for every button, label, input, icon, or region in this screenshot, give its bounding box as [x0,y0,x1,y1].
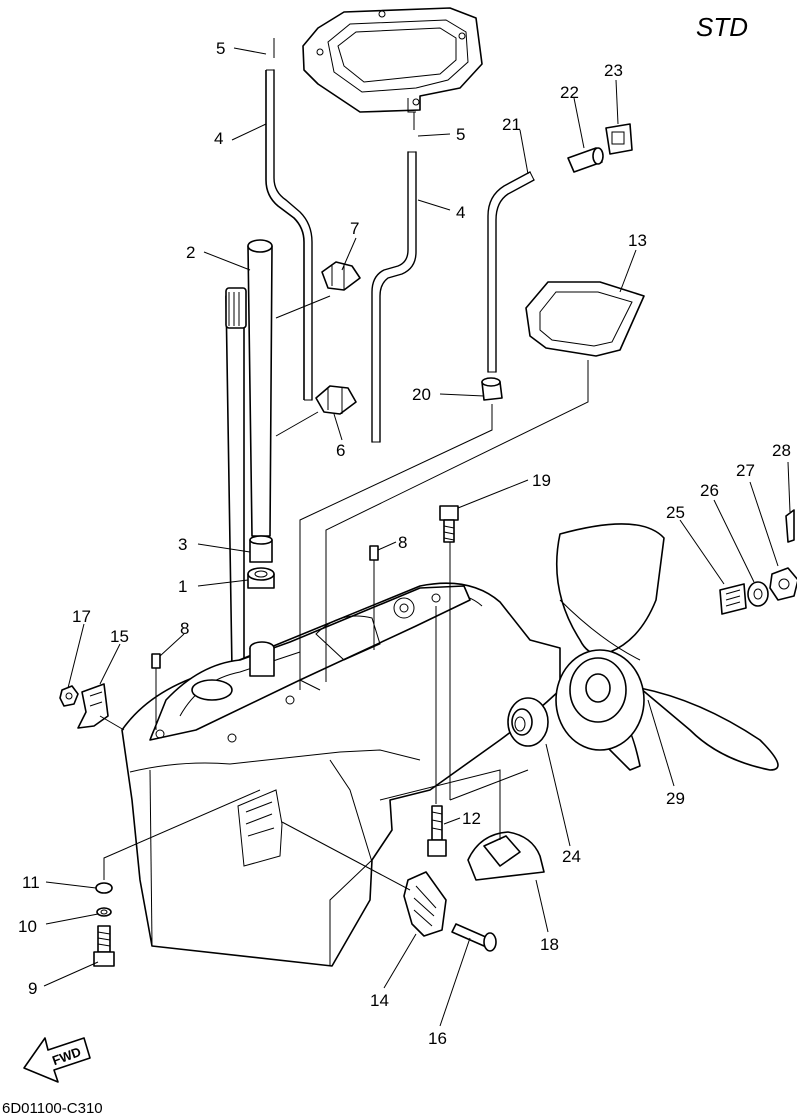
grommet-22 [567,147,604,173]
callouts: 5 5 4 4 2 7 6 21 22 23 13 20 19 3 1 8 8 … [18,39,791,1048]
leader-lines [43,47,791,1027]
upper-casing-gasket [302,7,483,113]
callout-9: 9 [28,979,37,998]
bolt-9 [93,925,115,967]
callout-16: 16 [428,1029,447,1048]
shift-rod [225,287,247,671]
grommet-20 [481,377,503,401]
callout-27: 27 [736,461,755,480]
washer-11 [95,882,113,894]
bush-3 [249,535,273,563]
rubber-seal-13 [525,281,645,357]
callout-14: 14 [370,991,389,1010]
water-tube-left [265,69,313,401]
callout-13: 13 [628,231,647,250]
callout-22: 22 [560,83,579,102]
callout-7: 7 [350,219,359,238]
callout-15: 15 [110,627,129,646]
callout-5-right: 5 [456,125,465,144]
guide-lines [99,38,589,891]
propeller-29 [555,523,779,771]
washer-10 [96,907,112,917]
forward-arrow-icon: FWD [23,1037,91,1083]
callout-5-top: 5 [216,39,225,58]
callout-26: 26 [700,481,719,500]
anode-18 [467,831,545,881]
trim-tab-14 [403,871,447,937]
callout-25: 25 [666,503,685,522]
water-tube-21 [487,171,535,373]
callout-4-right: 4 [456,203,465,222]
callout-11: 11 [22,873,40,892]
callout-4-left: 4 [214,129,223,148]
propeller-nut-27 [769,567,797,601]
callout-10: 10 [18,917,37,936]
callout-3: 3 [178,535,187,554]
bolt-16 [451,923,497,952]
callout-12: 12 [462,809,481,828]
callout-28: 28 [772,441,791,460]
drive-shaft [247,239,273,537]
callout-8-right: 8 [398,533,407,552]
washer-26 [747,581,769,607]
dowel-pin-8-right [369,545,379,561]
callout-8-left: 8 [180,619,189,638]
dowel-pin-8-left [151,653,161,669]
cotter-pin-28 [785,509,795,543]
thrust-bushing-24 [507,697,549,747]
tube-holder-7 [321,261,361,291]
callout-18: 18 [540,935,559,954]
nut-17 [59,685,79,707]
water-tube-middle [371,151,417,443]
callout-19: 19 [532,471,551,490]
callout-2: 2 [186,243,195,262]
tube-holder-6 [315,385,357,415]
bolt-12 [427,805,447,857]
callout-29: 29 [666,789,685,808]
seal-1 [247,567,275,589]
callout-23: 23 [604,61,623,80]
lower-casing [121,582,561,967]
callout-6: 6 [336,441,345,460]
callout-20: 20 [412,385,431,404]
anode-15 [77,683,109,729]
callout-24: 24 [562,847,581,866]
spacer-25 [719,583,747,615]
drawing-code: 6D01100-C310 [2,1100,103,1115]
callout-21: 21 [502,115,521,134]
grommet-23 [605,123,633,155]
callout-17: 17 [72,607,91,626]
callout-1: 1 [178,577,187,596]
bolt-19 [439,505,459,543]
corner-label: STD [696,12,748,42]
